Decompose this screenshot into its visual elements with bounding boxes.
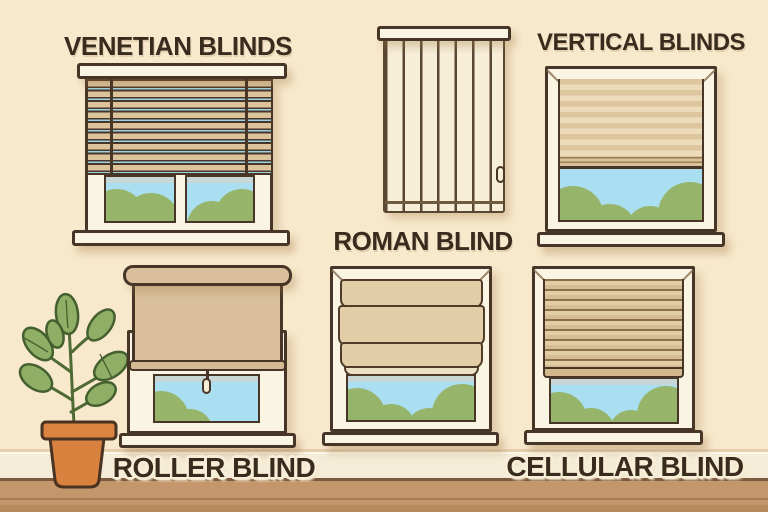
venetian-header-board: [77, 63, 287, 79]
vertical-panel-wand: [496, 166, 505, 183]
floor-plank-line: [0, 498, 768, 500]
sky-reflection: [106, 177, 174, 183]
bush-icon: [609, 410, 653, 422]
vertical-window-shade: [558, 79, 704, 157]
roman-sill: [322, 432, 499, 446]
bush-icon: [584, 204, 636, 220]
vertical-panel-headrail: [377, 26, 511, 41]
vertical-panel-slats: [383, 39, 505, 213]
bush-icon: [406, 408, 452, 420]
bush-icon: [366, 404, 416, 420]
roman-fold-1: [340, 279, 483, 310]
potted-plant-icon: [18, 292, 130, 489]
roman-bottom-hem: [344, 366, 479, 376]
roller-pull-tab: [202, 378, 211, 394]
venetian-cord-left: [110, 78, 113, 177]
vertical-panel-chain: [385, 201, 503, 204]
venetian-cord-right: [245, 78, 248, 177]
roller-blind-label: ROLLER BLIND: [112, 452, 316, 483]
cellular-window-pane: [549, 377, 679, 424]
roman-blind-label: ROMAN BLIND: [333, 226, 513, 256]
venetian-blinds-label: VENETIAN BLINDS: [64, 31, 292, 61]
sky-reflection: [187, 177, 253, 183]
cellular-pleats: [543, 279, 684, 371]
sky-reflection: [551, 379, 677, 385]
floor-bottom-strip: [0, 505, 768, 512]
bush-icon: [167, 409, 213, 421]
venetian-slats: [86, 79, 273, 175]
vertical-window-sill: [537, 232, 725, 247]
sky-reflection: [348, 376, 474, 382]
bush-icon: [626, 206, 674, 220]
baseboard: [0, 452, 768, 480]
cellular-sill: [524, 430, 703, 445]
roman-window-pane: [346, 374, 476, 422]
cellular-blind-label: CELLULAR BLIND: [506, 451, 744, 482]
roman-fold-2: [338, 305, 485, 348]
venetian-pane-right: [185, 175, 255, 223]
bush-icon: [567, 408, 615, 422]
roller-pull-cord: [206, 370, 209, 379]
vertical-window-shade-bottom: [558, 157, 704, 169]
bush-icon: [187, 201, 237, 221]
vertical-window-pane: [558, 166, 704, 222]
cellular-bottom-rail: [543, 367, 684, 378]
vertical-blinds-label: VERTICAL BLINDS: [536, 29, 746, 56]
roller-sill: [119, 433, 296, 448]
roller-fabric: [132, 283, 283, 363]
venetian-sill: [72, 230, 290, 246]
venetian-pane-left: [104, 175, 176, 223]
roller-tube: [123, 265, 292, 286]
